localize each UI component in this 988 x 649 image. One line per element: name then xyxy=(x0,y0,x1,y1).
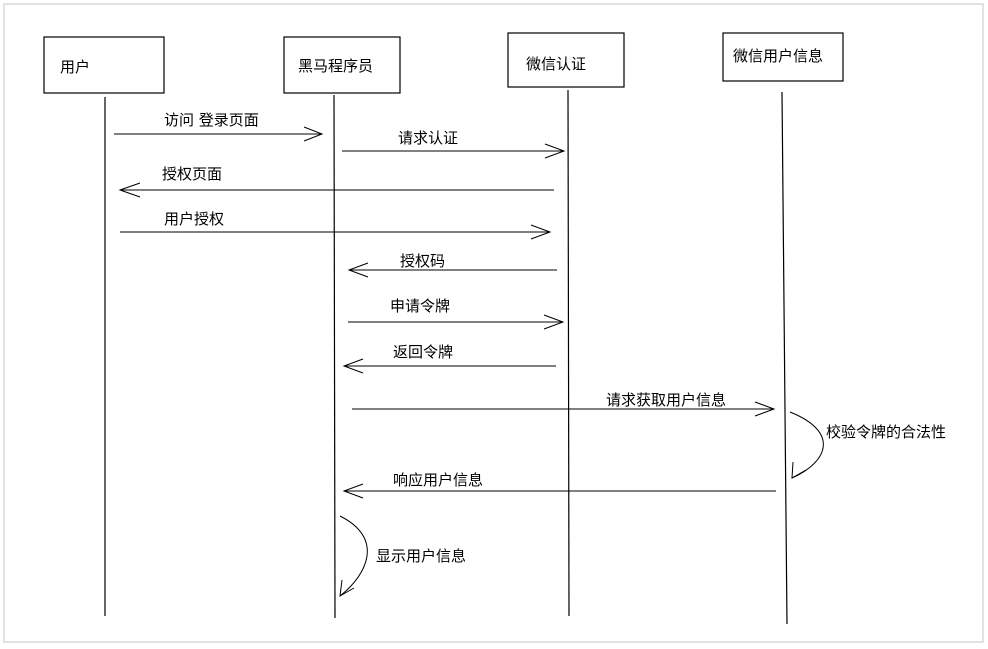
arrowhead xyxy=(339,579,355,597)
message-request-auth: 请求认证 xyxy=(342,129,566,159)
self-message-display-user-info: 显示用户信息 xyxy=(339,515,466,597)
actor-user: 用户 xyxy=(43,36,165,94)
message-apply-token: 申请令牌 xyxy=(348,297,565,330)
arrowhead xyxy=(543,314,565,330)
actor-label: 黑马程序员 xyxy=(298,57,373,75)
lifeline-wxinfo xyxy=(781,91,788,625)
self-message-curve xyxy=(339,515,368,597)
message-label: 返回令牌 xyxy=(393,343,453,361)
actor-label: 微信用户信息 xyxy=(733,47,823,65)
message-label: 访问 登录页面 xyxy=(164,111,259,129)
self-message-validate-token: 校验令牌的合法性 xyxy=(789,411,946,479)
actor-box xyxy=(43,36,165,94)
arrowhead xyxy=(544,143,566,159)
actor-heima: 黑马程序员 xyxy=(283,36,401,94)
message-return-token: 返回令牌 xyxy=(342,343,556,374)
message-respond-user-info: 响应用户信息 xyxy=(342,471,776,499)
actor-wxinfo: 微信用户信息 xyxy=(722,32,844,82)
message-user-authorize: 用户授权 xyxy=(120,210,552,240)
message-auth-page: 授权页面 xyxy=(118,165,554,198)
arrowhead xyxy=(118,182,141,198)
arrowhead xyxy=(303,126,324,142)
actor-box xyxy=(507,32,625,88)
message-label: 请求获取用户信息 xyxy=(606,391,726,409)
message-auth-code: 授权码 xyxy=(347,252,557,278)
self-message-label: 显示用户信息 xyxy=(376,547,466,565)
message-request-user-info: 请求获取用户信息 xyxy=(352,391,776,417)
message-label: 授权页面 xyxy=(162,165,222,183)
arrowhead xyxy=(347,262,369,278)
arrowhead xyxy=(754,401,776,417)
actor-box xyxy=(283,36,401,94)
message-label: 请求认证 xyxy=(398,129,458,147)
actor-box xyxy=(722,32,844,82)
arrowhead xyxy=(342,358,364,374)
image-frame xyxy=(3,3,984,643)
lifeline-heima xyxy=(333,94,336,619)
actor-label: 用户 xyxy=(60,58,90,76)
actor-wxauth: 微信认证 xyxy=(507,32,625,88)
arrowhead xyxy=(342,483,364,499)
lifeline-wxauth xyxy=(567,89,570,617)
arrowhead xyxy=(791,461,807,479)
actor-label: 微信认证 xyxy=(526,55,586,73)
self-message-label: 校验令牌的合法性 xyxy=(826,423,946,441)
message-label: 申请令牌 xyxy=(390,297,450,315)
message-visit-login-page: 访问 登录页面 xyxy=(114,111,324,142)
message-label: 响应用户信息 xyxy=(393,471,483,489)
message-label: 授权码 xyxy=(400,252,445,270)
arrowhead xyxy=(530,224,552,240)
message-label: 用户授权 xyxy=(164,210,224,228)
